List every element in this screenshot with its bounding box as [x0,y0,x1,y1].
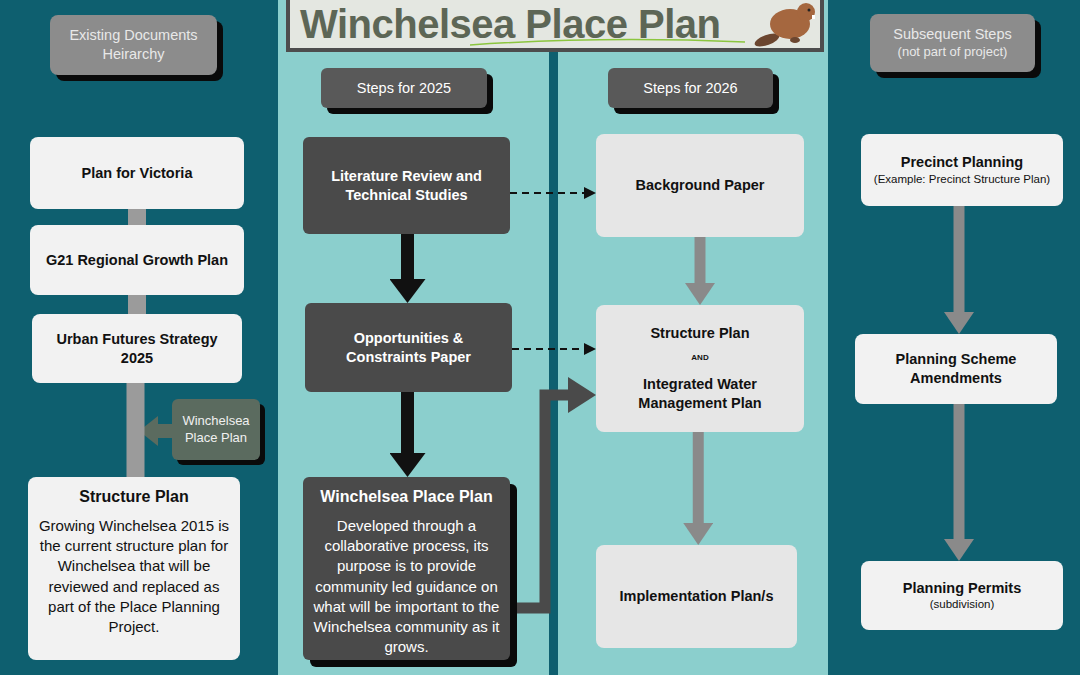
process-box: Winchelsea Place PlanDeveloped through a… [303,477,510,660]
diagram-title: Winchelsea Place Plan [300,2,760,46]
column-header: Steps for 2026 [608,68,773,108]
node-label: Structure Plan [79,487,188,508]
document-box: Urban Futures Strategy 2025 [32,314,242,383]
light-panel [278,0,828,675]
node-label: Background Paper [636,176,765,195]
node-label: Plan for Victoria [82,164,193,183]
process-box: Opportunities & Constraints Paper [305,303,512,392]
flow-arrow [401,234,414,279]
node-label: Steps for 2026 [643,79,737,98]
beaver-tooth [812,15,815,19]
output-box: Structure PlanAND Integrated Water Manage… [596,305,804,432]
node-text: Integrated Water Management Plan [606,375,794,413]
process-box: Literature Review and Technical Studies [303,137,510,234]
output-box: Background Paper [596,134,804,237]
title-banner [288,0,822,50]
flow-arrow [695,237,706,283]
node-label: Planning Permits [903,579,1021,598]
node-text: (Example: Precinct Structure Plan) [874,172,1050,187]
node-label: Precinct Planning [901,153,1023,172]
node-text: Developed through a collaborative proces… [313,516,500,658]
document-box: Plan for Victoria [30,137,244,209]
node-label: Subsequent Steps [893,25,1012,44]
output-box: Implementation Plan/s [596,545,797,648]
node-label: Winchelsea Place Plan [320,487,492,508]
node-label: Implementation Plan/s [620,587,774,606]
node-label: Existing Documents Heirarchy [60,26,207,64]
node-text: AND [691,353,708,363]
node-label: Literature Review and Technical Studies [313,167,500,205]
document-box: Structure PlanGrowing Winchelsea 2015 is… [28,477,240,660]
node-label: Winchelsea Place Plan [178,413,254,447]
node-label: Planning Scheme Amendments [865,350,1047,388]
column-header: Steps for 2025 [321,68,487,108]
flow-arrow [954,404,965,539]
hierarchy-bar [128,295,146,314]
flow-arrow [693,432,704,523]
node-label: Opportunities & Constraints Paper [315,329,502,367]
flow-arrow [510,395,568,608]
node-label: Steps for 2025 [357,79,451,98]
insert-box: Winchelsea Place Plan [172,399,260,460]
connector-group [136,193,960,608]
flow-arrow [954,206,965,312]
beaver-eye [808,9,811,12]
column-header: Subsequent Steps(not part of project) [870,14,1035,72]
beaver-head [797,3,815,21]
node-text: Growing Winchelsea 2015 is the current s… [38,516,230,638]
hierarchy-bar [127,383,145,477]
dashed-arrow [512,348,584,350]
beaver-foot [790,37,800,43]
step-box: Planning Scheme Amendments [855,334,1057,404]
column-header: Existing Documents Heirarchy [50,15,217,75]
flow-arrow [401,392,414,453]
beaver-illustration [753,3,815,49]
step-box: Precinct Planning(Example: Precinct Stru… [861,134,1063,206]
node-label: G21 Regional Growth Plan [46,251,228,270]
node-text: (not part of project) [898,44,1008,61]
dashed-arrow [510,192,584,194]
node-label: Urban Futures Strategy 2025 [42,330,232,368]
document-box: G21 Regional Growth Plan [30,225,244,295]
node-label: Structure Plan [650,324,749,343]
step-box: Planning Permits(subdivision) [861,561,1063,630]
node-text: (subdivision) [930,597,995,612]
hierarchy-bar [128,209,146,225]
